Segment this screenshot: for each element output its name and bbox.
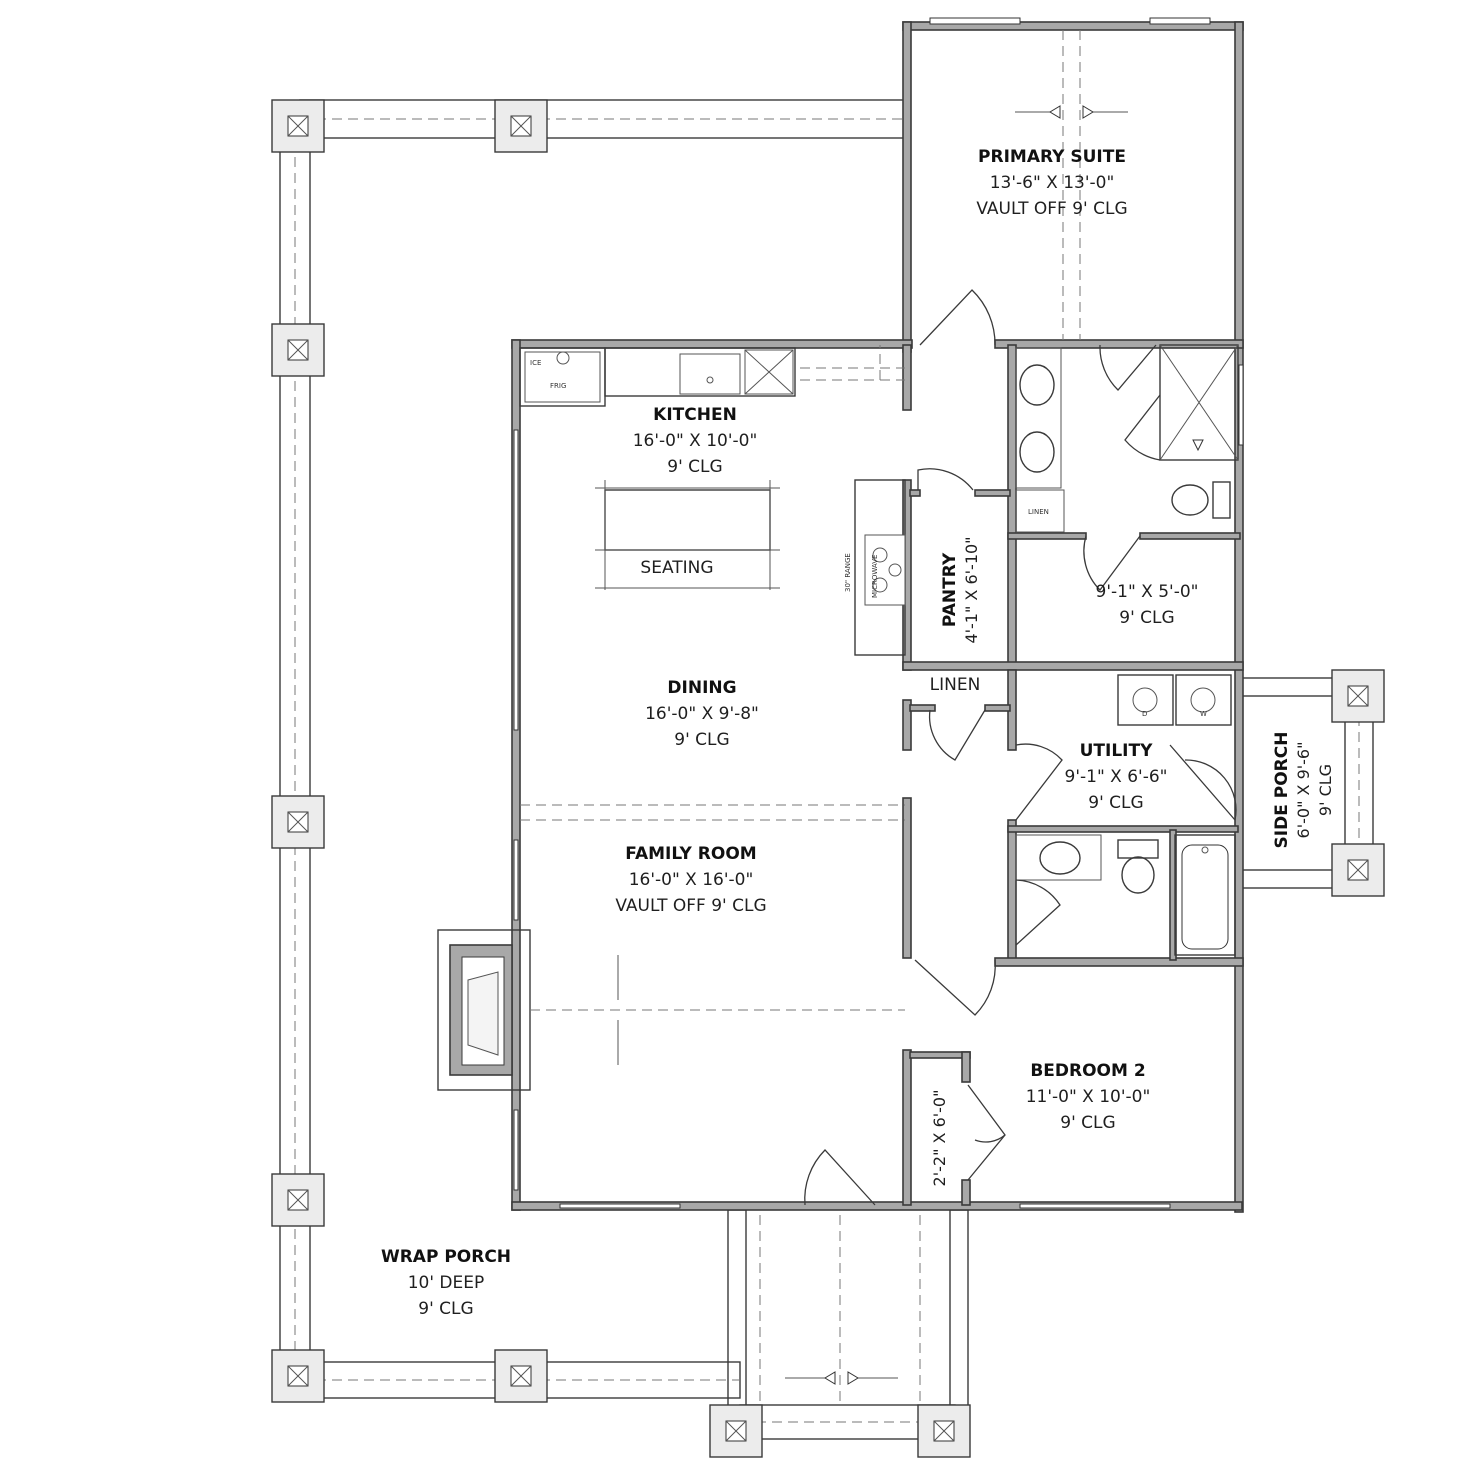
family-room-size: 16'-0" X 16'-0" bbox=[629, 870, 754, 890]
washer-label: W bbox=[1200, 710, 1207, 718]
bedroom-2-name: BEDROOM 2 bbox=[1030, 1061, 1145, 1081]
bedroom-2-ceiling: 9' CLG bbox=[1060, 1113, 1115, 1133]
porch-post bbox=[709, 1404, 763, 1458]
porch-post bbox=[1331, 669, 1385, 723]
bedroom-2-size: 11'-0" X 10'-0" bbox=[1026, 1087, 1151, 1107]
utility-name: UTILITY bbox=[1080, 741, 1153, 761]
wrap-porch-name: WRAP PORCH bbox=[381, 1247, 511, 1267]
porch-post bbox=[271, 1349, 325, 1403]
linen-hall-label: LINEN bbox=[930, 675, 981, 695]
porch-post bbox=[271, 99, 325, 153]
primary-suite-ceiling: VAULT OFF 9' CLG bbox=[976, 199, 1127, 219]
ceiling-lines bbox=[520, 30, 1128, 1065]
utility-size: 9'-1" X 6'-6" bbox=[1065, 767, 1168, 787]
porch-post bbox=[494, 99, 548, 153]
side-porch-ceiling: 9' CLG bbox=[1316, 764, 1335, 816]
microwave-label: MICROWAVE bbox=[871, 555, 879, 598]
porch-post bbox=[1331, 843, 1385, 897]
seating-label: SEATING bbox=[640, 558, 713, 578]
side-porch-name: SIDE PORCH bbox=[1272, 732, 1292, 849]
primary-suite-size: 13'-6" X 13'-0" bbox=[990, 173, 1115, 193]
pantry-name: PANTRY bbox=[940, 552, 960, 627]
dining-name: DINING bbox=[667, 678, 736, 698]
porch-post bbox=[917, 1404, 971, 1458]
bath-fixtures bbox=[1015, 344, 1239, 956]
exterior-walls bbox=[511, 21, 1244, 1213]
primary-suite-name: PRIMARY SUITE bbox=[978, 147, 1126, 167]
porch-post bbox=[494, 1349, 548, 1403]
pantry-size: 4'-1" X 6'-10" bbox=[962, 536, 981, 643]
dining-size: 16'-0" X 9'-8" bbox=[645, 704, 759, 724]
kitchen-fixtures bbox=[519, 347, 906, 656]
side-porch-size: 6'-0" X 9'-6" bbox=[1294, 742, 1313, 839]
door-swings bbox=[804, 289, 1237, 1206]
wrap-porch-structure bbox=[279, 99, 969, 1440]
family-room-name: FAMILY ROOM bbox=[625, 844, 756, 864]
porch-post bbox=[271, 1173, 325, 1227]
wrap-porch-depth: 10' DEEP bbox=[408, 1273, 485, 1293]
kitchen-ceiling: 9' CLG bbox=[667, 457, 722, 477]
range-label: 30" RANGE bbox=[844, 553, 852, 592]
primary-bath-ceiling: 9' CLG bbox=[1119, 608, 1174, 628]
porch-posts bbox=[271, 99, 971, 1458]
family-room-ceiling: VAULT OFF 9' CLG bbox=[615, 896, 766, 916]
windows bbox=[513, 17, 1244, 1209]
utility-ceiling: 9' CLG bbox=[1088, 793, 1143, 813]
frig-label: FRIG bbox=[550, 382, 566, 390]
primary-bath-size: 9'-1" X 5'-0" bbox=[1096, 582, 1199, 602]
porch-post bbox=[271, 795, 325, 849]
dining-ceiling: 9' CLG bbox=[674, 730, 729, 750]
kitchen-size: 16'-0" X 10'-0" bbox=[633, 431, 758, 451]
room-labels: PRIMARY SUITE 13'-6" X 13'-0" VAULT OFF … bbox=[381, 147, 1335, 1319]
porch-post bbox=[271, 323, 325, 377]
wrap-porch-ceiling: 9' CLG bbox=[418, 1299, 473, 1319]
closet-size: 2'-2" X 6'-0" bbox=[930, 1090, 949, 1187]
interior-walls bbox=[437, 339, 1244, 1206]
linen-bath-label: LINEN bbox=[1028, 508, 1049, 516]
ice-label: ICE bbox=[530, 359, 541, 367]
kitchen-name: KITCHEN bbox=[653, 405, 737, 425]
dryer-label: D bbox=[1142, 710, 1147, 718]
side-porch-structure bbox=[1239, 669, 1385, 897]
